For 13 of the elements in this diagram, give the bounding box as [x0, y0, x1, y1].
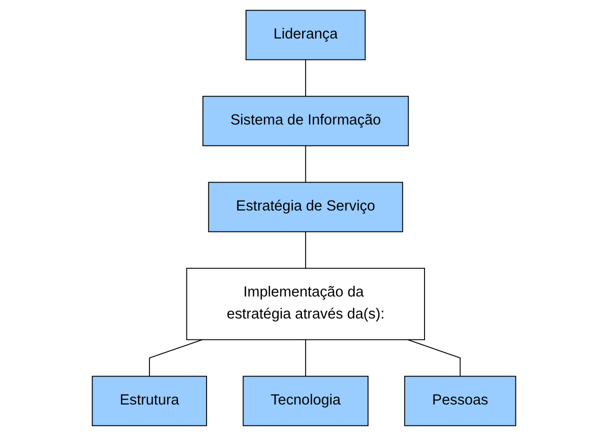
connector	[305, 145, 306, 183]
connector	[305, 231, 306, 269]
connector	[148, 339, 203, 377]
connector	[407, 339, 461, 377]
connector	[305, 339, 306, 377]
node-box: Estrutura	[92, 376, 208, 426]
node-box: Liderança	[246, 10, 366, 60]
node-box: Tecnologia	[242, 376, 369, 426]
node-box: Pessoas	[404, 376, 516, 426]
node-box: Estratégia de Serviço	[208, 182, 404, 232]
node-box: Implementação da estratégia através da(s):	[186, 268, 426, 340]
connector	[305, 59, 306, 97]
node-box: Sistema de Informação	[202, 96, 409, 146]
